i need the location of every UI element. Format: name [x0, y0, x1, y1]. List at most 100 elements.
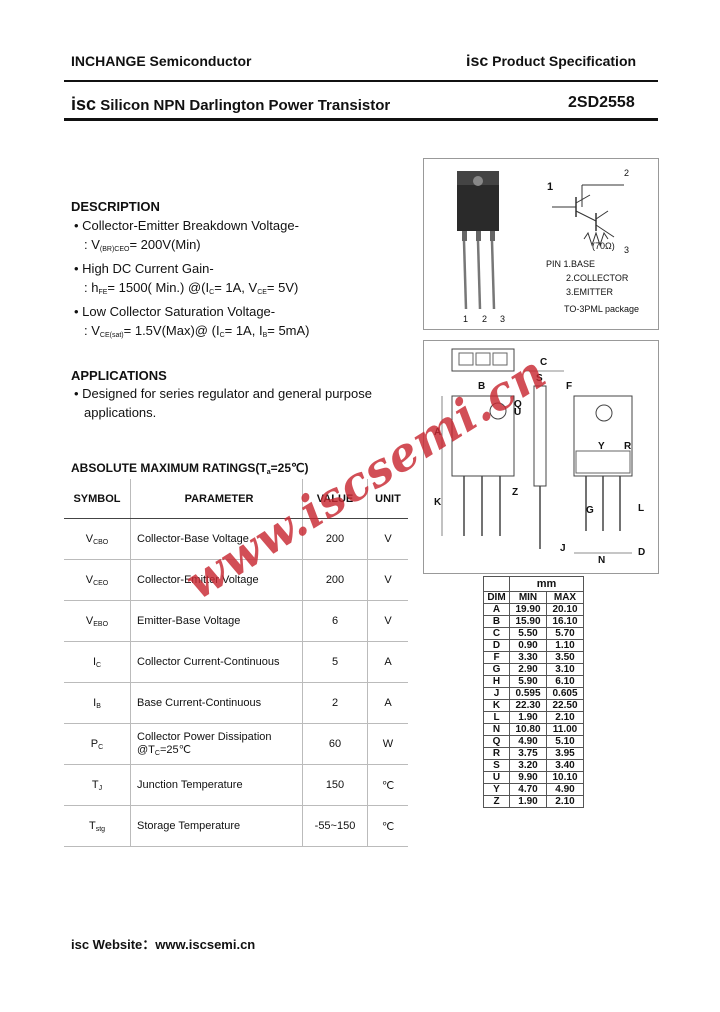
symbol-cell: VEBO: [64, 600, 131, 642]
parameter-cell: Collector Power Dissipation@TC=25℃: [130, 723, 303, 765]
package-outline-icon: [441, 348, 633, 554]
max-cell: 5.70: [546, 627, 584, 640]
max-cell: 3.10: [546, 663, 584, 676]
dims-corner-cell: [483, 576, 510, 592]
table-row: TJ Junction Temperature 150 ℃: [64, 764, 408, 806]
parameter-cell: Collector-Base Voltage: [130, 518, 303, 560]
dim-cell: Z: [483, 795, 510, 808]
dim-label: D: [638, 547, 646, 558]
dim-cell: N: [483, 723, 510, 736]
dim-label: G: [586, 505, 594, 516]
parameter-cell: Emitter-Base Voltage: [130, 600, 303, 642]
value-cell: 200: [302, 518, 368, 560]
value-cell: 150: [302, 764, 368, 806]
website-link[interactable]: www.iscsemi.cn: [155, 937, 256, 952]
symbol-cell: Tstg: [64, 805, 131, 847]
lead-number: 2: [482, 314, 488, 324]
package-label: TO-3PML package: [564, 304, 640, 314]
symbol-cell: IC: [64, 641, 131, 683]
dim-label: Q: [514, 399, 522, 410]
dim-label: Z: [512, 487, 519, 498]
ratings-heading: ABSOLUTE MAXIMUM RATINGS(Ta=25℃): [71, 461, 309, 476]
dim-cell: B: [483, 615, 510, 628]
parameter-cell: Collector-Emitter Voltage: [130, 559, 303, 601]
col-symbol: SYMBOL: [64, 479, 131, 519]
document-title: isc Silicon NPN Darlington Power Transis…: [71, 94, 390, 115]
table-row: Tstg Storage Temperature -55~150 ℃: [64, 805, 408, 847]
min-cell: 1.90: [509, 795, 547, 808]
footer-label: isc Website：: [71, 937, 156, 952]
max-cell: 16.10: [546, 615, 584, 628]
dim-cell: R: [483, 747, 510, 760]
schematic-node-label: 3: [624, 245, 630, 255]
dims-col-dim: DIM: [483, 591, 510, 604]
parameter-cell: Base Current-Continuous: [130, 682, 303, 724]
min-cell: 19.90: [509, 603, 547, 616]
outline-drawing-box: B C S Q U A K Z J N D F Y R G L: [423, 340, 659, 574]
dim-cell: J: [483, 687, 510, 700]
symbol-cell: VCEO: [64, 559, 131, 601]
unit-cell: ℃: [367, 805, 408, 847]
dim-cell: F: [483, 651, 510, 664]
dim-cell: K: [483, 699, 510, 712]
dim-cell: U: [483, 771, 510, 784]
min-cell: 15.90: [509, 615, 547, 628]
symbol-cell: VCBO: [64, 518, 131, 560]
dim-cell: G: [483, 663, 510, 676]
part-number: 2SD2558: [568, 94, 635, 111]
parameter-cell: Collector Current-Continuous: [130, 641, 303, 683]
description-line: • Collector-Emitter Breakdown Voltage-: [74, 218, 299, 233]
min-cell: 5.50: [509, 627, 547, 640]
description-line: : hFE= 1500( Min.) @(IC= 1A, VCE= 5V): [84, 280, 299, 296]
max-cell: 0.605: [546, 687, 584, 700]
min-cell: 3.30: [509, 651, 547, 664]
spec-label: Product Specification: [492, 53, 637, 69]
dim-label: B: [478, 381, 486, 392]
header-rule-bottom: [64, 118, 658, 121]
value-cell: 2: [302, 682, 368, 724]
value-cell: 6: [302, 600, 368, 642]
dim-cell: A: [483, 603, 510, 616]
dim-label: A: [434, 427, 442, 438]
max-cell: 22.50: [546, 699, 584, 712]
dim-label: F: [566, 381, 573, 392]
spec-title: isc Product Specification: [466, 53, 636, 71]
dim-cell: Q: [483, 735, 510, 748]
parameter-cell: Storage Temperature: [130, 805, 303, 847]
dim-cell: H: [483, 675, 510, 688]
header-rule-top: [64, 80, 658, 82]
min-cell: 0.90: [509, 639, 547, 652]
application-line: applications.: [84, 405, 157, 420]
dim-cell: Y: [483, 783, 510, 796]
table-row: PC Collector Power Dissipation@TC=25℃ 60…: [64, 723, 408, 765]
application-line: • Designed for series regulator and gene…: [74, 386, 372, 401]
max-cell: 10.10: [546, 771, 584, 784]
transistor-photo-icon: [457, 171, 499, 310]
max-cell: 3.40: [546, 759, 584, 772]
col-parameter: PARAMETER: [130, 479, 303, 519]
min-cell: 3.75: [509, 747, 547, 760]
min-cell: 9.90: [509, 771, 547, 784]
dim-label: N: [598, 555, 606, 566]
max-cell: 6.10: [546, 675, 584, 688]
dim-label: L: [638, 503, 645, 514]
max-cell: 3.95: [546, 747, 584, 760]
unit-cell: ℃: [367, 764, 408, 806]
lead-number: 1: [463, 314, 469, 324]
unit-cell: A: [367, 682, 408, 724]
dim-cell: L: [483, 711, 510, 724]
